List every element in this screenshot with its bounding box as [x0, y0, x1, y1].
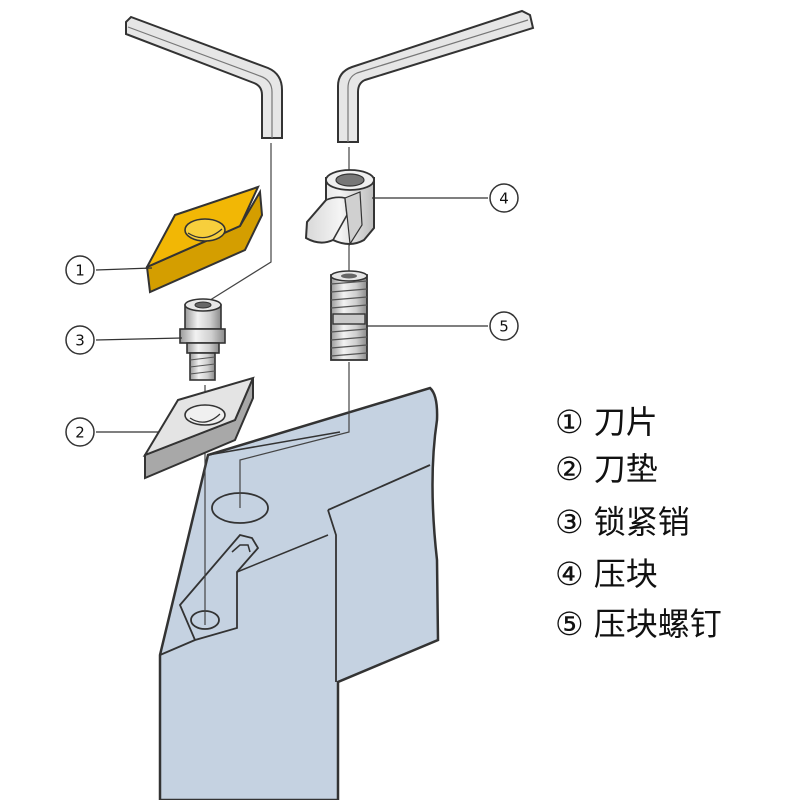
callout-3: 3: [65, 325, 95, 355]
hex-key-right-ridge: [347, 19, 529, 142]
callout-3-number: 3: [75, 332, 85, 350]
callout-2-number: 2: [75, 424, 85, 442]
pocket-wall-line: [236, 534, 329, 573]
lock-pin-neck: [179, 328, 226, 344]
legend-item-4-label: ④: [555, 555, 584, 593]
legend-item-1-name: 刀片: [594, 403, 658, 441]
callout-5: 5: [489, 311, 519, 341]
insert-hole-inner: [187, 228, 223, 239]
insert-pocket: [178, 533, 260, 642]
callout-4-number: 4: [499, 190, 509, 208]
callout-1-number: 1: [75, 262, 85, 280]
tool-holder-body: [158, 386, 440, 800]
insert-hole: [184, 218, 226, 242]
leader-3: [95, 337, 183, 341]
pocket-floor-line: [159, 639, 196, 656]
hex-key-right: [337, 9, 535, 143]
center-line-left: [206, 143, 272, 303]
legend-item-2-name: 刀垫: [594, 450, 658, 488]
shim-hole-inner: [189, 413, 221, 423]
legend-item-3: ③ 锁紧销: [555, 503, 690, 541]
callout-1: 1: [65, 255, 95, 285]
legend-item-3-label: ③: [555, 503, 584, 541]
clamp-nose-shade: [344, 191, 363, 246]
legend-item-1-label: ①: [555, 403, 584, 441]
lock-pin-socket: [194, 301, 212, 309]
callout-5-number: 5: [499, 318, 509, 336]
legend-item-2-label: ②: [555, 450, 584, 488]
shim-hole: [184, 404, 226, 426]
clamp-screw-thread-lower: [330, 328, 368, 357]
legend-item-5-name: 压块螺钉: [594, 605, 722, 643]
holder-step-line: [327, 464, 431, 511]
holder-step-vertical: [327, 509, 337, 682]
legend-item-2: ② 刀垫: [555, 450, 658, 488]
insert-part-1: [144, 185, 264, 294]
hex-key-left-ridge: [127, 26, 273, 138]
callout-4: 4: [489, 183, 519, 213]
legend-item-3-name: 锁紧销: [594, 503, 690, 541]
hex-key-right-arm: [337, 9, 535, 143]
callout-leaders: [95, 197, 488, 433]
clamp-screw-part-5: [330, 270, 368, 361]
pocket-inner-edge: [231, 544, 251, 553]
holder-top-face-line: [207, 431, 341, 456]
shim-part-2: [142, 376, 255, 480]
legend-item-4-name: 压块: [594, 555, 658, 593]
lock-pin-collar: [186, 342, 220, 354]
lock-pin-thread: [189, 356, 216, 375]
leader-1: [95, 267, 153, 271]
legend-item-1: ① 刀片: [555, 403, 658, 441]
clamp-screw-neck: [332, 313, 366, 325]
parts-legend: ① 刀片 ② 刀垫 ③ 锁紧销 ④ 压块 ⑤ 压块螺钉: [555, 403, 722, 643]
lock-pin-part-3: [179, 298, 226, 381]
legend-item-4: ④ 压块: [555, 555, 658, 593]
callout-markers: 1 3 2 4 5: [65, 183, 519, 447]
center-line-right-bottom: [239, 362, 350, 508]
clamp-block-part-4: [304, 169, 375, 246]
clamp-hole: [335, 173, 365, 187]
holder-outline: [158, 386, 440, 800]
clamp-screw-thread-upper: [330, 280, 368, 309]
clamp-screw-socket: [341, 273, 357, 279]
legend-item-5-label: ⑤: [555, 605, 584, 643]
legend-item-5: ⑤ 压块螺钉: [555, 605, 722, 643]
callout-2: 2: [65, 417, 95, 447]
hex-key-left: [125, 15, 283, 139]
